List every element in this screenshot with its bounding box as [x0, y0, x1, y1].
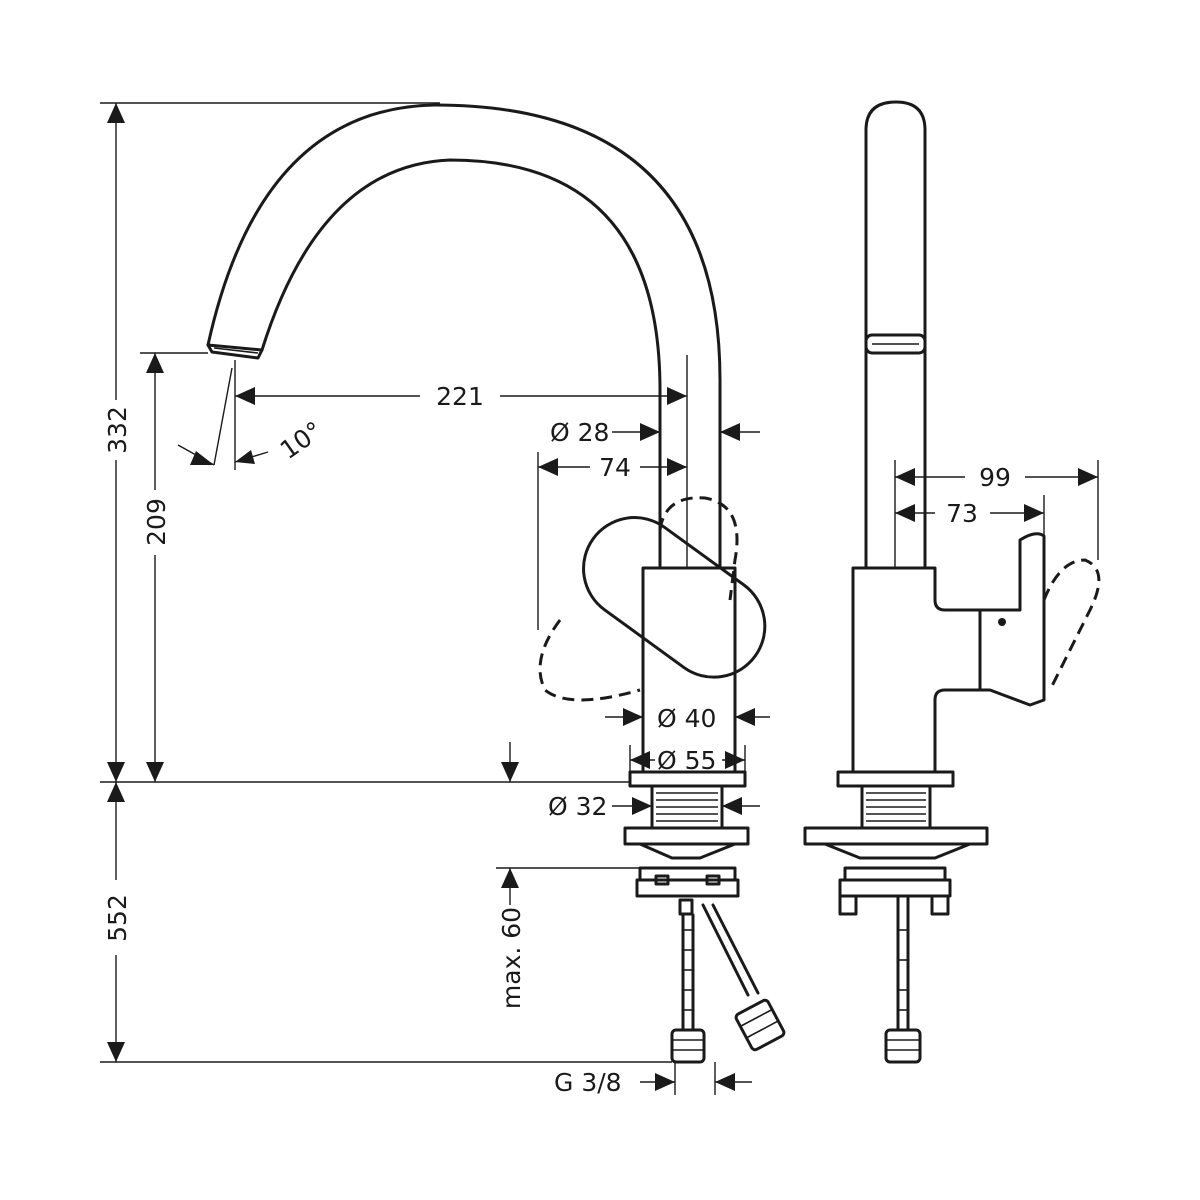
side-supply-hose	[884, 894, 922, 1064]
side-view	[803, 100, 1101, 1064]
dim-spout-diameter: Ø 28	[550, 418, 609, 447]
side-spout	[864, 100, 927, 570]
dim-side-reach-inner: 73	[946, 499, 978, 528]
side-base-plate	[836, 770, 955, 788]
side-mounting-plate	[803, 826, 989, 860]
dim-total-height: 332	[103, 406, 132, 454]
dimension-lines	[100, 102, 1099, 1095]
handle-dashed-down	[538, 619, 641, 702]
dim-angle: 10°	[275, 416, 328, 465]
dim-side-reach-outer: 99	[979, 463, 1011, 492]
aerator-line	[213, 347, 259, 354]
handle-lever	[582, 516, 767, 679]
supply-hoses	[670, 903, 786, 1064]
front-view	[206, 103, 786, 1064]
spout-outer	[206, 103, 722, 570]
side-threaded-shank	[860, 784, 932, 830]
mounting-plate	[623, 826, 750, 860]
dim-spout-height: 209	[142, 498, 171, 546]
dim-spout-reach: 221	[436, 382, 484, 411]
dimension-labels: 332 209 552 221 Ø 28 74 10° Ø 40 Ø 55 Ø …	[103, 382, 1011, 1097]
dim-connection: G 3/8	[554, 1068, 622, 1097]
dim-handle-offset: 74	[599, 453, 631, 482]
dim-below-deck: 552	[103, 894, 132, 942]
side-nut-assembly	[838, 866, 952, 916]
dim-base-diameter: Ø 55	[657, 746, 716, 775]
nut-assembly	[635, 866, 740, 916]
spout-inner	[260, 158, 662, 570]
side-screw	[998, 618, 1006, 626]
aerator	[206, 343, 264, 360]
dim-body-diameter: Ø 40	[657, 704, 716, 733]
side-aerator	[864, 333, 927, 355]
side-body	[851, 532, 1046, 774]
dim-shank-diameter: Ø 32	[548, 792, 607, 821]
side-handle-dashed	[1042, 558, 1101, 691]
dim-max-deck: max. 60	[497, 907, 526, 1009]
threaded-shank	[650, 784, 724, 830]
handle-dashed-up	[658, 496, 739, 601]
